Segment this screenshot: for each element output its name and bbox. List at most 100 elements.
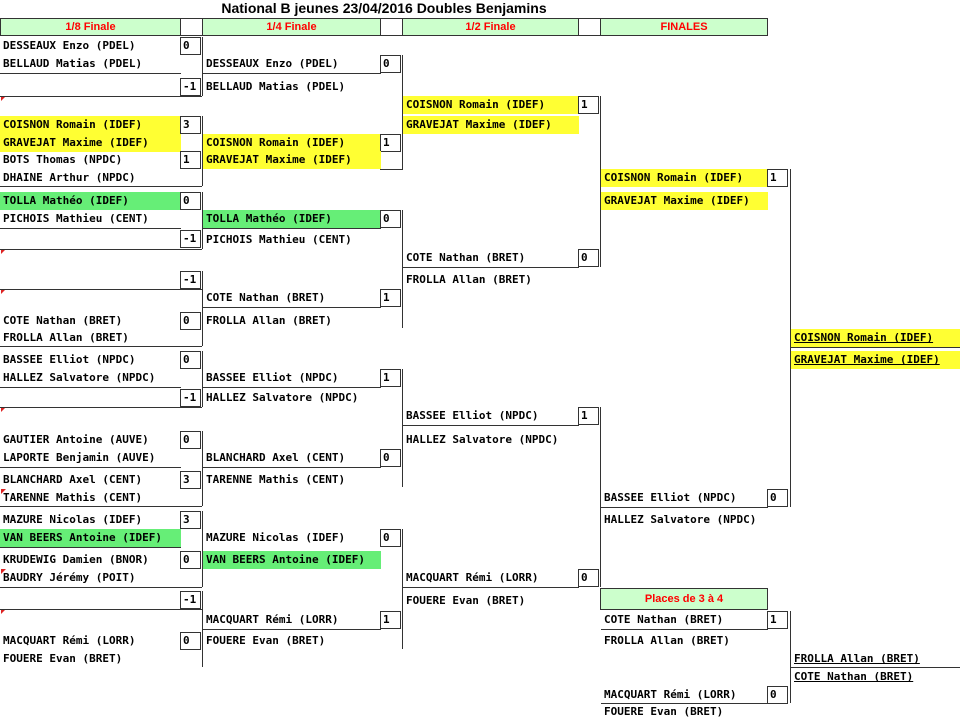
third-place-header: Places de 3 à 4 [600,588,768,610]
third-player-d: FOUERE Evan (BRET) [604,705,724,718]
qf-m4-player-a: MAZURE Nicolas (IDEF) [206,531,346,544]
bracket-connector [402,55,403,169]
final-player-d: HALLEZ Salvatore (NPDC) [604,513,757,526]
r16-m2-player-a: COISNON Romain (IDEF) [0,116,181,134]
third-winner-b: COTE Nathan (BRET) [794,670,914,683]
r16-m7-score-1: 3 [180,511,201,529]
r16-m1-player-a: DESSEAUX Enzo (PDEL) [3,39,136,52]
bracket-connector [202,351,203,407]
r16-m8-player-b: FOUERE Evan (BRET) [3,652,123,665]
r16-m8-player-a: MACQUART Rémi (LORR) [3,634,136,647]
r16-m2-player-b: GRAVEJAT Maxime (IDEF) [0,134,181,152]
qf-m1-player-c: COISNON Romain (IDEF) [203,134,381,152]
r16-divider [0,407,202,408]
qf-m3-player-a: BASSEE Elliot (NPDC) [206,371,339,384]
qf-divider [203,629,381,630]
entry-marker [1,609,6,614]
third-score-1: 1 [767,611,788,629]
final-divider [601,507,768,508]
winner-player-a: COISNON Romain (IDEF) [791,329,960,347]
entry-marker [1,249,6,254]
qf-divider [203,467,381,468]
qf-m2-player-c: COTE Nathan (BRET) [206,291,326,304]
sf-m2-score-1: 1 [578,407,599,425]
entry-marker [1,489,6,494]
bracket-connector [402,210,403,328]
r16-m1-player-b: BELLAUD Matias (PDEL) [3,57,143,70]
bracket-connector [402,369,403,487]
third-winner-divider [791,667,960,668]
third-score-2: 0 [767,686,788,704]
round-header-sf: 1/2 Finale [402,18,579,36]
qf-divider [203,73,381,74]
r16-m7-player-a: MAZURE Nicolas (IDEF) [3,513,143,526]
r16-divider [0,186,202,187]
sf-m1-player-c: COTE Nathan (BRET) [406,251,526,264]
sf-m2-score-2: 0 [578,569,599,587]
qf-m4-player-d: FOUERE Evan (BRET) [206,634,326,647]
qf-m3-score-1: 1 [380,369,401,387]
sf-m1-player-d: FROLLA Allan (BRET) [406,273,532,286]
bracket-connector [202,37,203,96]
final-player-b: GRAVEJAT Maxime (IDEF) [601,192,768,210]
qf-m3-player-b: HALLEZ Salvatore (NPDC) [206,391,359,404]
r16-m3-score-1: 0 [180,192,201,210]
sf-m2-player-b: HALLEZ Salvatore (NPDC) [406,433,559,446]
r16-m1-score-2: -1 [180,78,201,96]
third-player-b: FROLLA Allan (BRET) [604,634,730,647]
r16-m5-score-1: 0 [180,351,201,369]
r16-m2-score-1: 3 [180,116,201,134]
third-player-c: MACQUART Rémi (LORR) [604,688,737,701]
qf-m1-player-b: BELLAUD Matias (PDEL) [206,80,346,93]
sf-m2-player-a: BASSEE Elliot (NPDC) [406,409,539,422]
r16-m7-player-d: BAUDRY Jérémy (POIT) [3,571,136,584]
r16-m4-player-b: FROLLA Allan (BRET) [3,331,129,344]
qf-divider [203,307,381,308]
sf-m1-score-1: 1 [578,96,599,114]
qf-m3-player-d: TARENNE Mathis (CENT) [206,473,346,486]
qf-m2-score-2: 1 [380,289,401,307]
qf-divider [203,387,381,388]
r16-m4-score-2: 0 [180,312,201,330]
round-header-qf: 1/4 Finale [202,18,381,36]
sf-divider [403,587,579,588]
qf-m1-score-1: 0 [380,55,401,73]
r16-m2-score-2: 1 [180,151,201,169]
r16-m5-player-a: BASSEE Elliot (NPDC) [3,353,136,366]
r16-m1-score-1: 0 [180,37,201,55]
sf-m1-player-a: COISNON Romain (IDEF) [403,96,579,114]
bracket-connector [790,611,791,703]
r16-m3-player-a: TOLLA Mathéo (IDEF) [0,192,181,210]
bracket-connector [202,192,203,249]
final-player-a: COISNON Romain (IDEF) [601,169,768,187]
entry-marker [1,96,6,101]
r16-divider [0,96,202,97]
r16-divider [0,609,202,610]
qf-m4-player-b: VAN BEERS Antoine (IDEF) [203,551,381,569]
sf-m1-player-b: GRAVEJAT Maxime (IDEF) [403,116,579,134]
r16-divider [0,289,202,290]
bracket-connector [202,591,203,667]
bracket-connector [202,271,203,346]
qf-m4-player-c: MACQUART Rémi (LORR) [206,613,339,626]
r16-m8-score-2: 0 [180,632,201,650]
qf-m4-score-2: 1 [380,611,401,629]
r16-divider [0,587,202,588]
sf-m2-player-c: MACQUART Rémi (LORR) [406,571,539,584]
r16-m6-player-c: BLANCHARD Axel (CENT) [3,473,143,486]
qf-divider [380,169,403,170]
r16-m8-score-1: -1 [180,591,201,609]
round-header-final: FINALES [600,18,768,36]
bracket-connector [402,529,403,649]
qf-m2-player-b: PICHOIS Mathieu (CENT) [206,233,352,246]
qf-m1-player-a: DESSEAUX Enzo (PDEL) [206,57,339,70]
qf-m2-score-1: 0 [380,210,401,228]
header-spacer [578,18,601,36]
r16-m7-score-2: 0 [180,551,201,569]
r16-m3-player-b: PICHOIS Mathieu (CENT) [3,212,149,225]
winner-player-b: GRAVEJAT Maxime (IDEF) [791,351,960,369]
sf-divider [403,425,579,426]
qf-m1-score-2: 1 [380,134,401,152]
sf-m1-score-2: 0 [578,249,599,267]
r16-m7-player-b: VAN BEERS Antoine (IDEF) [0,529,181,547]
